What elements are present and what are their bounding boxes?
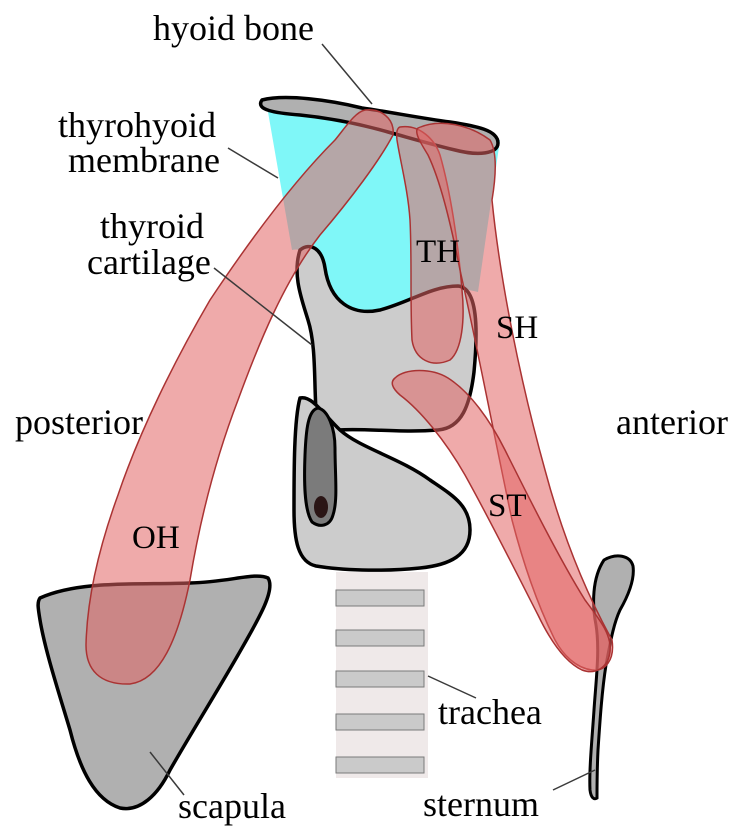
st-muscle-label: ST: [488, 488, 527, 524]
trachea-label: trachea: [438, 692, 542, 732]
posterior-label: posterior: [15, 402, 143, 442]
membrane-leader: [228, 148, 278, 178]
arytenoid-spot: [314, 496, 328, 518]
sh-muscle-label: SH: [496, 310, 538, 346]
thyroid-cartilage-label-line1: thyroid: [100, 206, 204, 246]
trachea-ring: [336, 714, 424, 730]
trachea-ring: [336, 757, 424, 773]
trachea-ring: [336, 671, 424, 687]
hyoid-leader: [322, 44, 372, 104]
scapula-label: scapula: [178, 786, 286, 826]
th-muscle-label: TH: [416, 234, 460, 270]
thyrohyoid-membrane-label-line1: thyrohyoid: [58, 105, 216, 145]
sternum: [590, 556, 634, 799]
thyroid-cartilage-label-line2: cartilage: [87, 242, 211, 282]
sternum-label: sternum: [423, 784, 539, 824]
thyrohyoid-membrane-label-line2: membrane: [68, 140, 220, 180]
anterior-label: anterior: [616, 402, 728, 442]
hyoid-bone-label: hyoid bone: [153, 8, 314, 48]
trachea-ring: [336, 590, 424, 606]
oh-muscle-label: OH: [132, 520, 180, 556]
trachea-ring: [336, 630, 424, 646]
